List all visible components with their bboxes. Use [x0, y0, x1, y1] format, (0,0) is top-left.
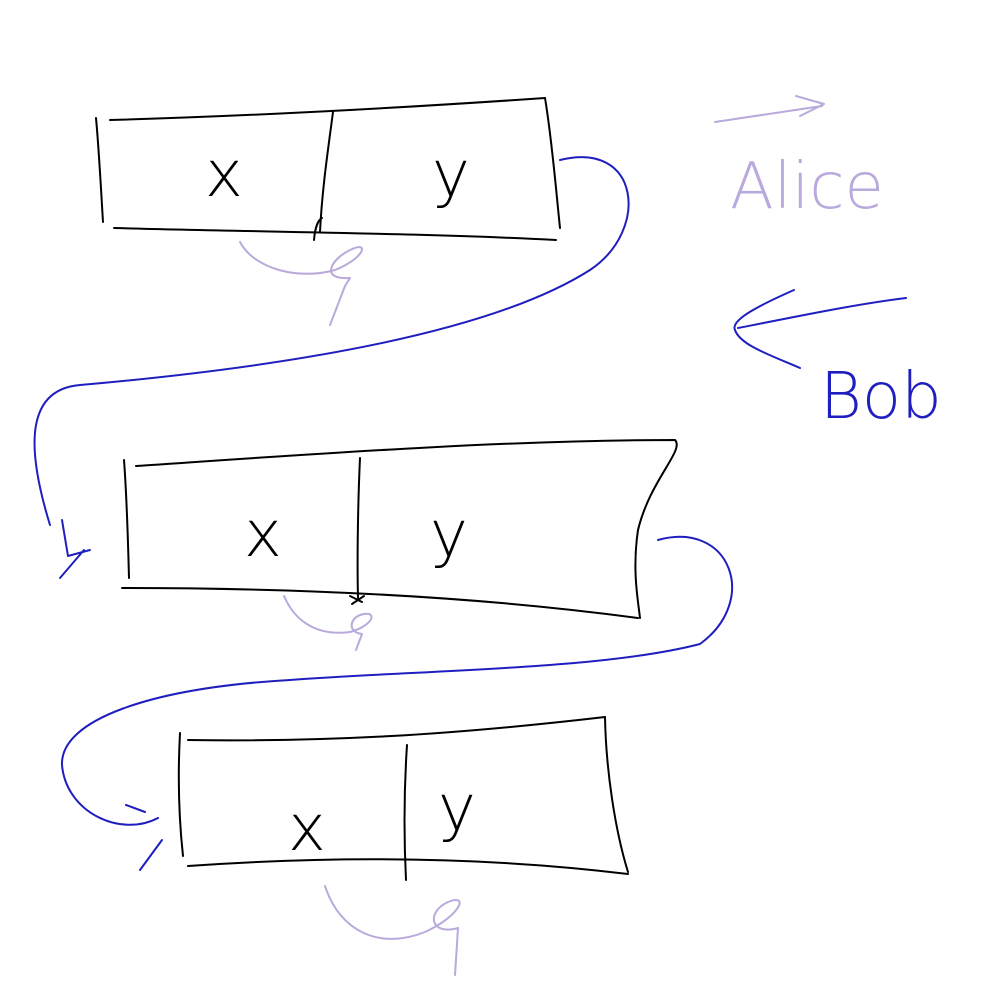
row-3-y-label: y	[438, 772, 476, 846]
row-1-pointer-mark	[239, 241, 363, 326]
row-2-box	[121, 439, 678, 619]
row-3-pointer-mark	[324, 885, 461, 976]
next-link-row2-to-row3	[60, 535, 734, 826]
row-1-box	[95, 97, 561, 241]
row-2-x-label: x	[244, 498, 282, 572]
row-1-y-label: y	[432, 138, 470, 212]
row-3-box	[177, 716, 629, 881]
row-2-pointer-mark	[283, 595, 373, 651]
alice-arrow	[714, 95, 825, 123]
row-3-x-label: x	[288, 792, 326, 866]
row-1-x-label: x	[205, 138, 243, 212]
arrowhead-row3	[125, 804, 163, 871]
next-link-row1-to-row2	[33, 156, 630, 526]
alice-label: Alice	[730, 150, 884, 224]
arrowhead-row2	[59, 519, 91, 579]
bob-arrow	[733, 289, 907, 369]
bob-label: Bob	[820, 360, 942, 434]
row-2-y-label: y	[430, 498, 468, 572]
